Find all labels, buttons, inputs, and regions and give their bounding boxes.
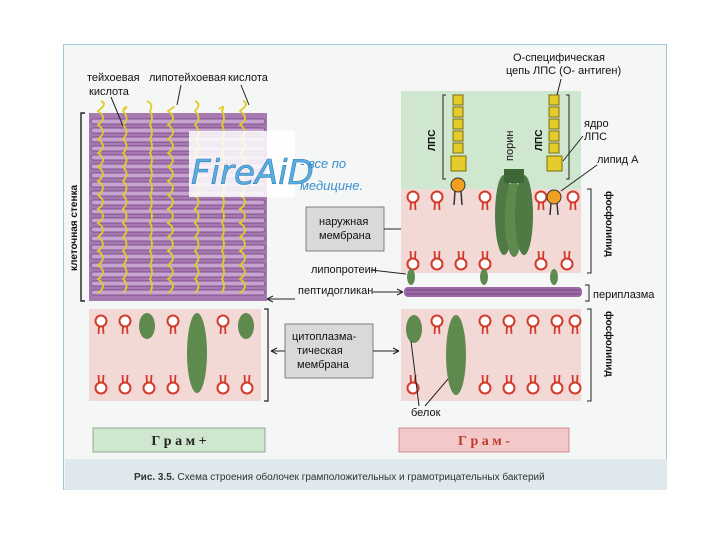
porin-label: порин — [504, 131, 516, 161]
figure-caption: Рис. 3.5. Схема строения оболочек грампо… — [134, 471, 545, 483]
lipoprotein-shape — [480, 269, 488, 285]
phospholipid-label-bottom: фосфолипид — [603, 311, 615, 377]
watermark: FireAiD - все по медицине. — [189, 131, 363, 197]
cytoplasmic-membrane-label-box: цитоплазма- тическая мембрана — [284, 323, 374, 379]
protein-shape — [406, 315, 422, 343]
acid-label-right: кислота — [228, 72, 269, 84]
teichoic-chain — [166, 106, 175, 294]
protein-shape — [187, 313, 207, 393]
gram-positive-bar: Г р а м + — [92, 427, 266, 453]
lps-core-label-2: ЛПС — [584, 131, 607, 143]
teichoic-chain — [146, 100, 153, 294]
peptidoglycan-strand — [90, 280, 266, 287]
lipoteichoic-label: липотейхоевая — [149, 72, 226, 84]
lipid-a-label: липид А — [597, 154, 639, 166]
svg-text:наружная: наружная — [319, 216, 368, 228]
teichoic-label: тейхоевая — [87, 72, 140, 84]
peptidoglycan-strand — [90, 217, 266, 224]
phospholipid-label-top: фосфолипид — [603, 191, 615, 257]
peptidoglycan-strand — [90, 226, 266, 233]
peptidoglycan-strand — [90, 118, 266, 125]
watermark-tagline-1: - все по — [300, 156, 346, 171]
protein-shape — [238, 313, 254, 339]
peptidoglycan-strand — [90, 289, 266, 296]
lps-label-right: ЛПС — [534, 130, 545, 151]
teichoic-chain — [96, 100, 105, 294]
lps-molecule-right — [546, 94, 563, 216]
protein-shape — [446, 315, 466, 395]
svg-text:мембрана: мембрана — [297, 359, 350, 371]
porin-protein — [495, 169, 533, 257]
lipoprotein-label: липопротеин — [311, 264, 377, 276]
cell-wall-label: клеточная стенка — [69, 185, 80, 271]
teichoic-chain — [121, 106, 128, 294]
o-antigen-label-1: О-специфическая — [513, 52, 605, 64]
peptidoglycan-strand — [90, 253, 266, 260]
lipoprotein-shape — [550, 269, 558, 285]
svg-text:Г р а м -: Г р а м - — [458, 434, 510, 449]
protein-shape — [139, 313, 155, 339]
peptidoglycan-strand — [90, 244, 266, 251]
cell-wall-bracket — [80, 112, 85, 302]
outer-membrane-label-box: наружная мембрана — [305, 206, 385, 252]
diagram-figure: клеточная стенка тейхоевая липотейхоевая… — [63, 44, 667, 490]
svg-text:Г р а м +: Г р а м + — [151, 434, 206, 449]
peptidoglycan-strand — [90, 271, 266, 278]
svg-text:цитоплазма-: цитоплазма- — [292, 331, 357, 343]
svg-text:тическая: тическая — [297, 345, 343, 357]
lps-label-left: ЛПС — [427, 130, 438, 151]
protein-label: белок — [411, 407, 441, 419]
lipoprotein-shape — [407, 269, 415, 285]
watermark-logo: FireAiD — [191, 153, 314, 193]
gram-negative-bar: Г р а м - — [398, 427, 570, 453]
teichoic-acid-chains — [96, 100, 247, 294]
peptidoglycan-strand — [90, 208, 266, 215]
peptidoglycan-layer — [404, 287, 582, 297]
peptidoglycan-strand — [90, 199, 266, 206]
o-antigen-label-2: цепь ЛПС (О- антиген) — [506, 65, 621, 77]
svg-text:мембрана: мембрана — [319, 230, 372, 242]
peptidoglycan-label: пептидогликан — [298, 285, 373, 297]
peptidoglycan-strand — [90, 262, 266, 269]
cell-envelope-diagram: клеточная стенка тейхоевая липотейхоевая… — [65, 52, 667, 490]
periplasm-label: периплазма — [593, 289, 655, 301]
lps-core-label-1: ядро — [584, 118, 609, 130]
watermark-tagline-2: медицине. — [300, 178, 363, 193]
lps-molecule-left — [450, 94, 467, 206]
acid-label-left: кислота — [89, 86, 130, 98]
